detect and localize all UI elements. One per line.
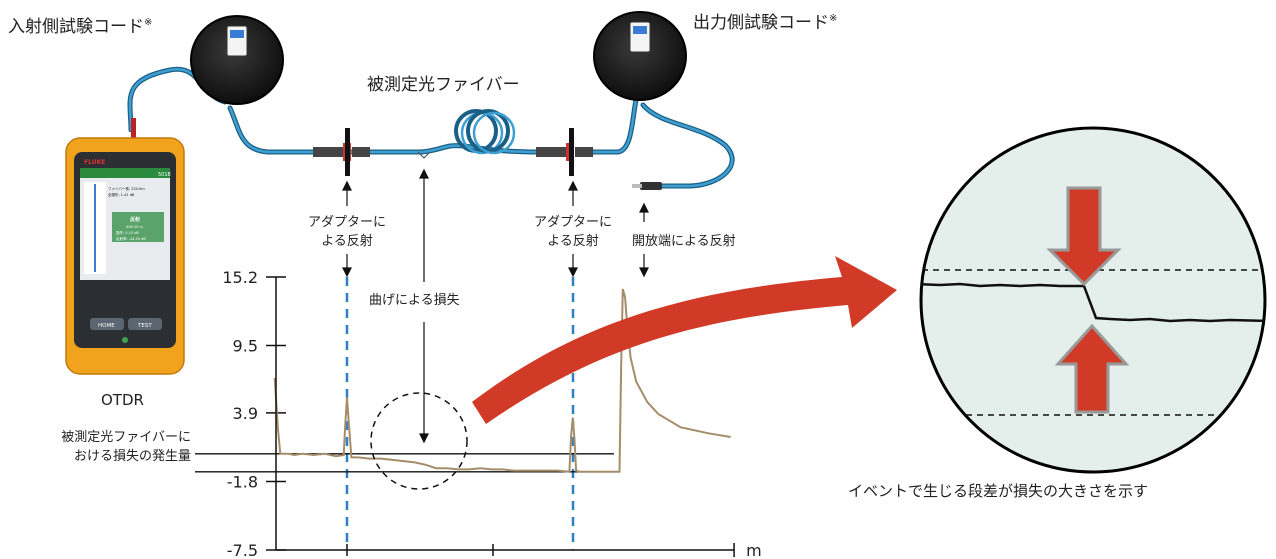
y-tick-label: 3.9 [233, 404, 258, 423]
fiber-under-test-label: 被測定光ファイバー [367, 75, 520, 95]
bend-dip [417, 151, 431, 159]
input-cord-label: 入射側試験コード※ [8, 17, 152, 37]
annotation-arrows [342, 168, 649, 444]
test-button[interactable] [128, 318, 162, 330]
device-event-reflectance: 反射率: -44.55 dB [116, 236, 146, 241]
device-screen-line-2: 全損失: 1.41 dB [108, 192, 135, 197]
y-tick-label: -7.5 [227, 541, 258, 559]
zoom-view [919, 126, 1267, 474]
zoom-arrow [472, 256, 897, 424]
adapter-2 [536, 128, 593, 176]
output-cord-label: 出力側試験コード※ [693, 13, 837, 33]
adapter-reflection-label-1: アダプターによる反射 [308, 215, 386, 249]
launch-cord-case [190, 15, 284, 105]
test-button-label: TEST [137, 323, 152, 329]
y-tick-label: 9.5 [233, 337, 258, 356]
zoom-down-arrow [1046, 186, 1122, 287]
device-event-title: 反射 [130, 216, 140, 223]
zoom-trace [921, 282, 1265, 323]
tail-cord-case [593, 11, 687, 101]
y-tick-label: -1.8 [227, 472, 258, 491]
x-axis-unit-label: m [746, 541, 762, 559]
loss-amount-label: 被測定光ファイバーにおける損失の発生量 [61, 430, 191, 464]
device-brand: FLUKE [84, 159, 105, 166]
otdr-trace-chart: 15.29.53.9-1.8-7.5 0.0406.4 m [195, 268, 762, 559]
bend-loss-label: 曲げによる損失 [369, 293, 460, 308]
y-tick-label: 15.2 [222, 268, 258, 287]
bend-loss-highlight [370, 392, 468, 490]
otdr-device: FLUKE 5018 ファイバー長: 220.0m 全損失: 1.41 dB 反… [65, 118, 185, 375]
zoom-caption: イベントで生じる段差が損失の大きさを示す [848, 482, 1148, 500]
adapter-reflection-label-2: アダプターによる反射 [534, 215, 612, 249]
fiber-spool [454, 109, 516, 155]
zoom-up-arrow [1054, 323, 1130, 414]
home-button[interactable] [90, 318, 124, 330]
otdr-label: OTDR [101, 391, 144, 409]
adapter-1 [313, 128, 370, 176]
home-button-label: HOME [98, 323, 115, 329]
device-screen-header: 5018 [158, 172, 171, 178]
otdr-trace-line [273, 288, 731, 473]
power-indicator [122, 337, 128, 343]
open-end-reflection-label: 開放端による反射 [632, 233, 736, 249]
device-event-distance: 406.35 m [126, 225, 143, 229]
device-screen-line-1: ファイバー長: 220.0m [108, 186, 145, 191]
device-event-loss: 損失: 0.15 dB [116, 230, 139, 235]
open-end-connector [632, 182, 662, 190]
fiber-cables [127, 66, 735, 189]
